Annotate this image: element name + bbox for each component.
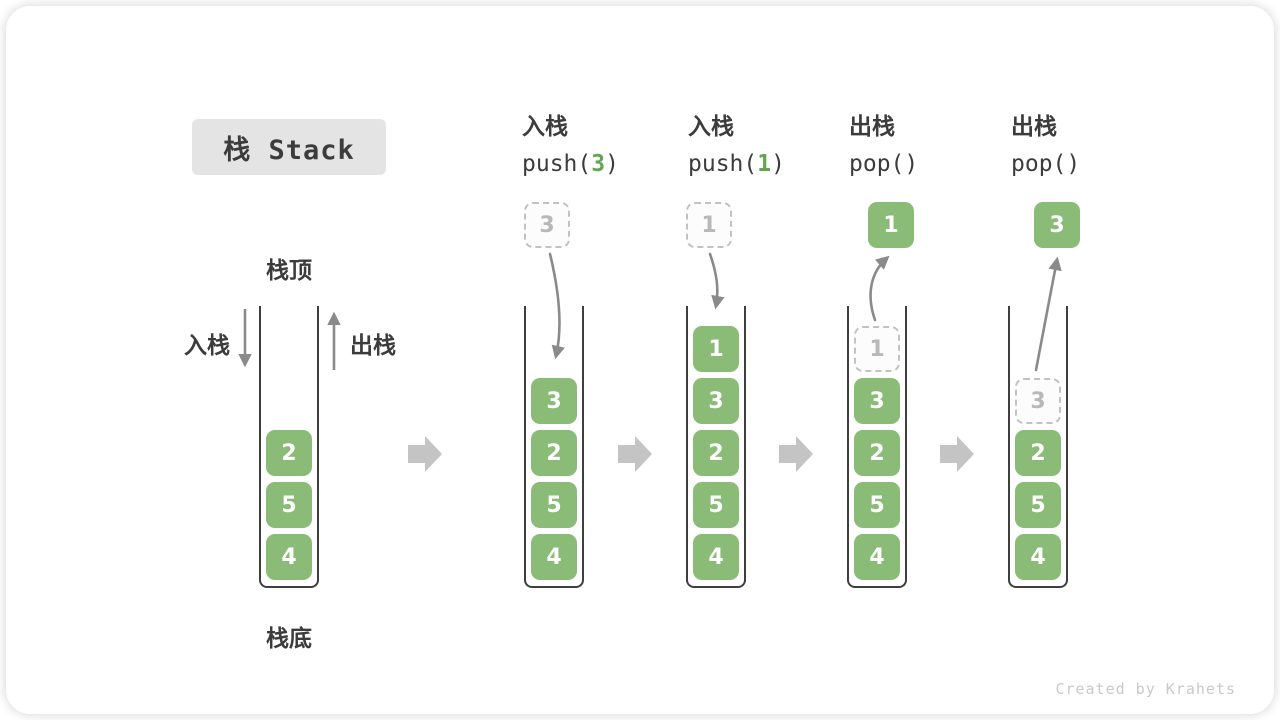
stack-cell: 4	[854, 534, 900, 580]
stack-cell: 5	[1015, 482, 1061, 528]
arrows-overlay	[238, 252, 1062, 472]
popped-element-box: 3	[1034, 202, 1080, 248]
popped-element-box: 1	[868, 202, 914, 248]
flow-arrow-icon	[408, 436, 442, 472]
incoming-element-box: 1	[686, 202, 732, 248]
op-code: pop()	[849, 149, 918, 179]
stack-container	[259, 306, 319, 588]
diagram-card: 栈 Stack 栈顶 栈底 入栈 出栈 入栈 push(3) 入栈 push(1…	[6, 6, 1274, 714]
stack-cell: 1	[693, 326, 739, 372]
stack-cell: 4	[1015, 534, 1061, 580]
op-label-push-1: 入栈 push(1)	[688, 112, 785, 179]
stack-cell: 2	[693, 430, 739, 476]
stack-container	[524, 306, 584, 588]
stack-cell: 2	[266, 430, 312, 476]
op-name: 入栈	[522, 114, 568, 140]
stack-cell: 3	[693, 378, 739, 424]
stack-cell: 4	[266, 534, 312, 580]
page-title: 栈 Stack	[223, 134, 355, 166]
push-side-label: 入栈	[184, 333, 230, 359]
op-code-post: )	[904, 151, 919, 177]
op-label-pop-1: 出栈 pop()	[849, 112, 918, 179]
op-code-post: )	[605, 151, 619, 177]
op-code: pop()	[1011, 149, 1080, 179]
stack-cell: 5	[531, 482, 577, 528]
stack-cell: 4	[531, 534, 577, 580]
stack-bottom-label: 栈底	[266, 626, 312, 652]
stack-cell: 2	[531, 430, 577, 476]
flow-arrow-icon	[779, 436, 813, 472]
stack-cell: 2	[854, 430, 900, 476]
op-code: push(3)	[522, 149, 619, 179]
stack-cell: 5	[266, 482, 312, 528]
op-code-pre: pop(	[849, 151, 905, 177]
op-label-pop-3: 出栈 pop()	[1011, 112, 1080, 179]
op-label-push-3: 入栈 push(3)	[522, 112, 619, 179]
flow-arrow-icon	[618, 436, 652, 472]
ghost-cell: 1	[854, 326, 900, 372]
op-code-post: )	[771, 151, 785, 177]
op-code-pre: push(	[522, 151, 592, 177]
stack-container	[847, 306, 907, 588]
stack-container	[1008, 306, 1068, 588]
op-code: push(1)	[688, 149, 785, 179]
push-arrow-icon	[708, 252, 725, 310]
op-code-arg: 3	[591, 151, 606, 177]
title-box: 栈 Stack	[192, 119, 386, 175]
op-code-arg: 1	[757, 151, 772, 177]
stack-cell: 3	[854, 378, 900, 424]
op-name: 入栈	[688, 114, 734, 140]
ghost-cell: 3	[1015, 378, 1061, 424]
stack-cell: 5	[854, 482, 900, 528]
stack-cell: 3	[531, 378, 577, 424]
stack-cell: 4	[693, 534, 739, 580]
flow-arrow-icon	[940, 436, 974, 472]
op-name: 出栈	[849, 114, 895, 140]
watermark: Created by Krahets	[1055, 680, 1236, 698]
pop-side-label: 出栈	[350, 333, 396, 359]
op-code-pre: pop(	[1011, 151, 1067, 177]
op-code-post: )	[1066, 151, 1081, 177]
stack-cell: 5	[693, 482, 739, 528]
op-code-pre: push(	[688, 151, 758, 177]
stack-cell: 2	[1015, 430, 1061, 476]
incoming-element-box: 3	[524, 202, 570, 248]
stack-top-label: 栈顶	[266, 258, 312, 284]
op-name: 出栈	[1011, 114, 1057, 140]
stack-container	[686, 306, 746, 588]
